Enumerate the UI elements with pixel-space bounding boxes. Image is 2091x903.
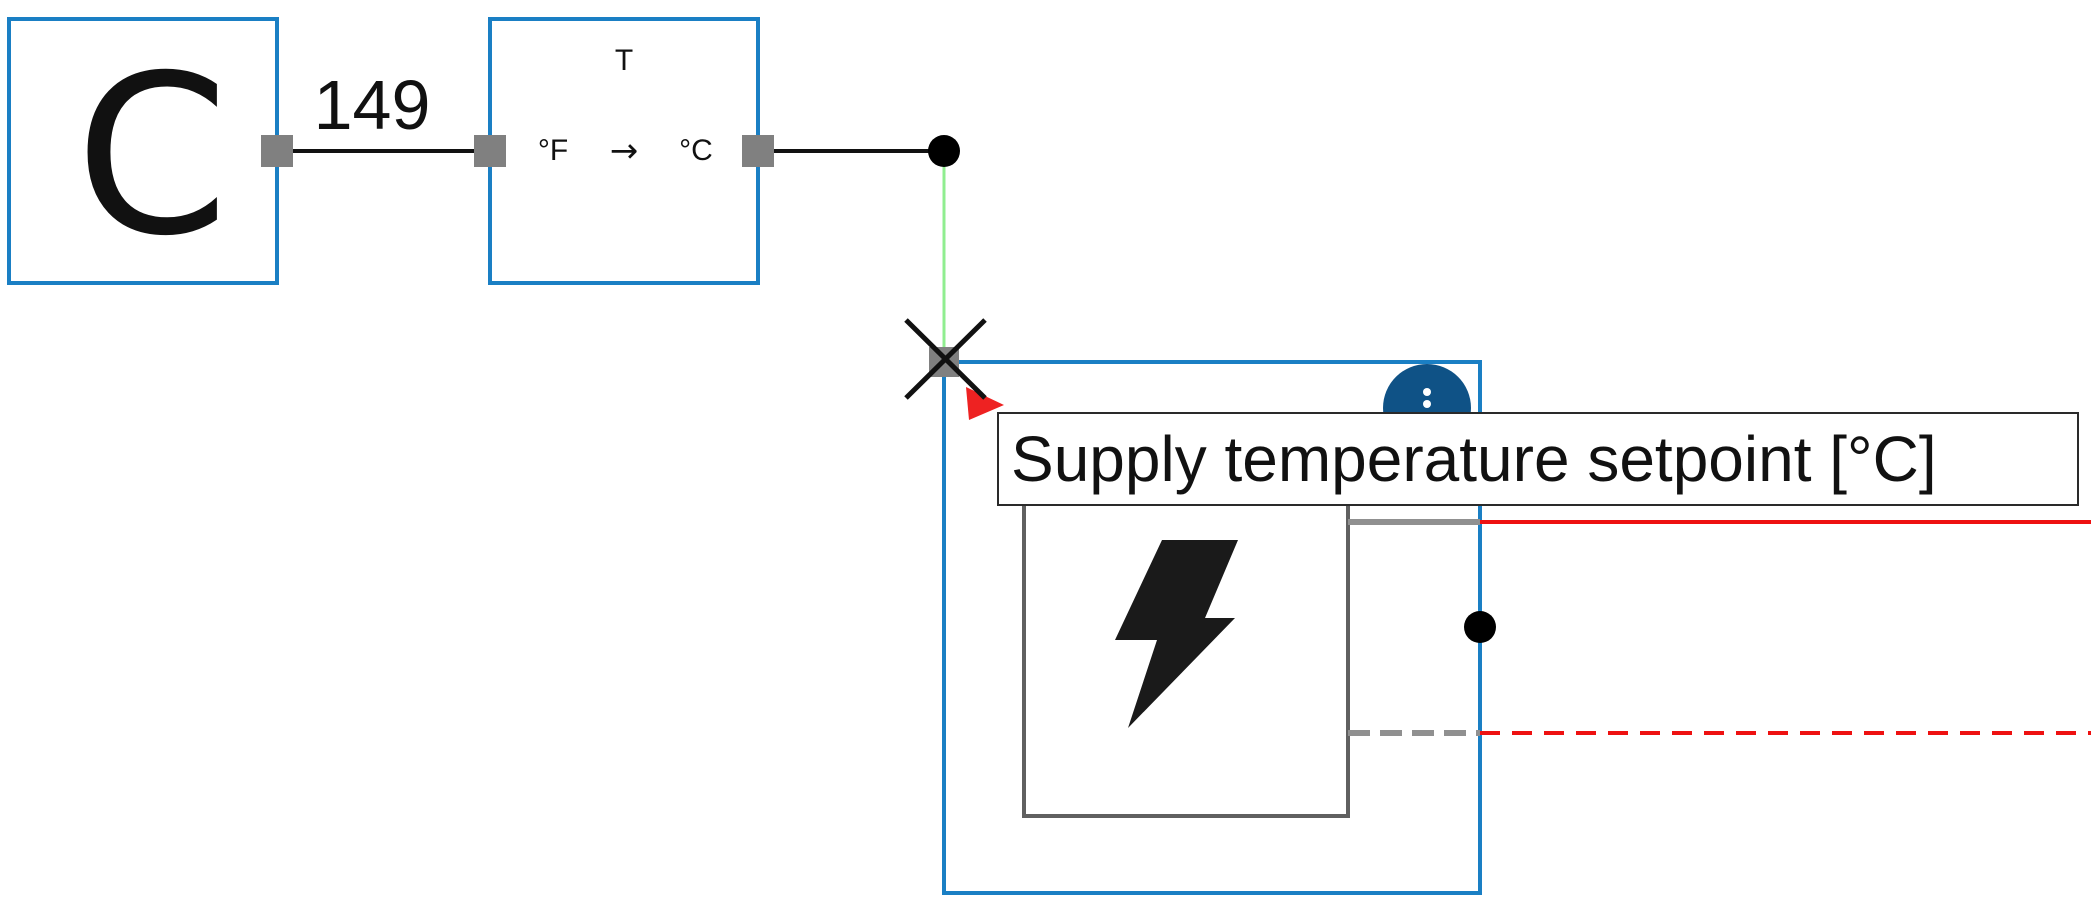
converter-output-port[interactable] [742,135,774,167]
red-drag-arrow-icon [966,387,1004,420]
converter-block[interactable]: T °F → °C [474,17,774,285]
constant-block[interactable]: C [7,17,293,285]
heater-block[interactable] [904,318,2091,895]
wire-junction-dot[interactable] [928,135,960,167]
converter-title: T [615,44,633,77]
converter-to-unit: °C [679,134,713,167]
connection-value-label: 149 [314,66,431,144]
vertical-ellipsis-icon-dot-2[interactable] [1423,400,1431,408]
constant-block-frame[interactable] [7,17,279,285]
constant-block-label: C [75,28,229,284]
converter-input-port[interactable] [474,135,506,167]
lightning-bolt-icon [1115,540,1238,728]
converter-block-frame[interactable] [488,17,760,285]
port-tooltip: Supply temperature setpoint [°C] [997,412,2079,506]
constant-output-port[interactable] [261,135,293,167]
converter-arrow: → [610,131,639,171]
heater-right-junction-dot[interactable] [1464,611,1496,643]
vertical-ellipsis-icon[interactable] [1423,388,1431,396]
disconnect-cross-icon-stroke-2[interactable] [904,318,987,400]
converter-from-unit: °F [538,134,568,167]
